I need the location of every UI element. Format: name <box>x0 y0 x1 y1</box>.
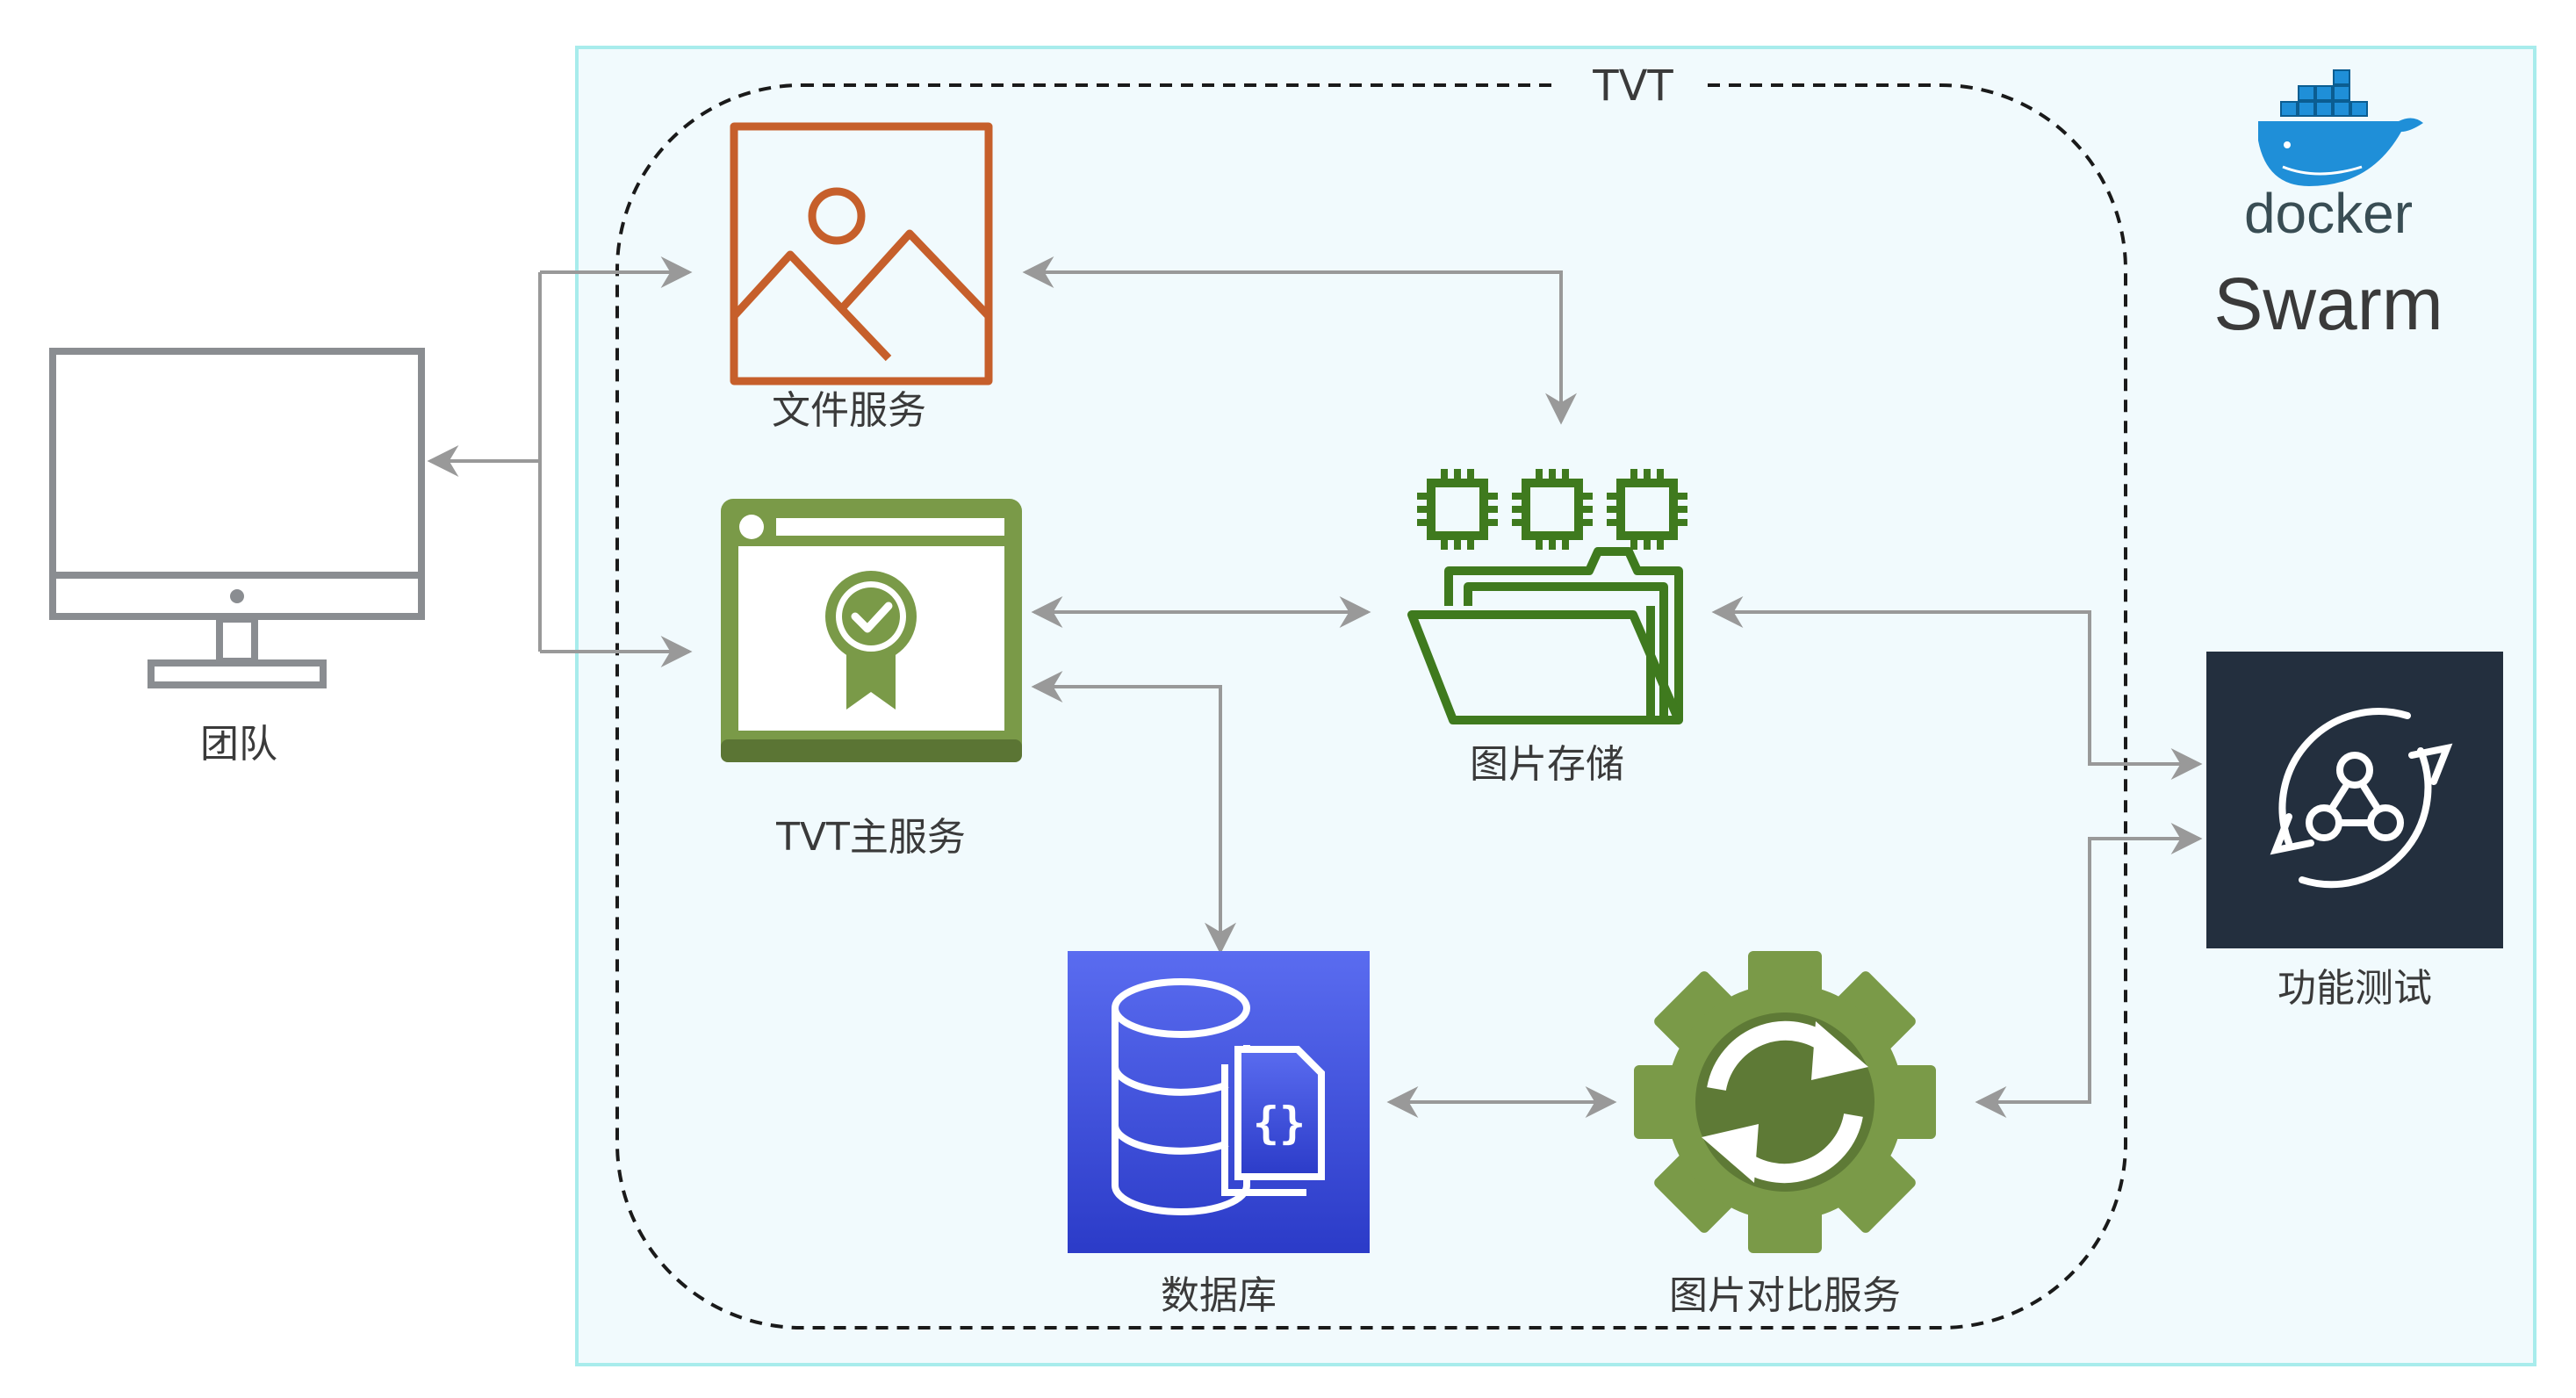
image-storage-label: 图片存储 <box>1470 742 1624 787</box>
main-service-label: TVT主服务 <box>775 815 966 860</box>
node-file-service: 文件服务 <box>730 122 993 433</box>
swarm-product-text: Swarm <box>2213 263 2443 345</box>
svg-text:{}: {} <box>1253 1098 1306 1149</box>
docker-swarm-logo: docker Swarm <box>2213 69 2443 345</box>
node-image-storage: 图片存储 <box>1407 469 1687 787</box>
cycle-network-icon <box>2206 652 2503 948</box>
edge-file-storage <box>1022 256 1577 425</box>
database-label: 数据库 <box>1161 1273 1277 1318</box>
connectors <box>427 256 2203 1118</box>
folder-chips-icon <box>1407 469 1687 724</box>
docker-brand-text: docker <box>2244 182 2413 245</box>
team-label: 团队 <box>200 722 277 767</box>
node-compare-service: 图片对比服务 <box>1634 951 1936 1318</box>
docker-whale-icon <box>2258 69 2423 186</box>
edge-compare-functest <box>1975 823 2203 1118</box>
file-service-label: 文件服务 <box>772 388 926 433</box>
node-team: 团队 <box>49 348 425 767</box>
image-icon <box>730 122 993 386</box>
edge-storage-functest <box>1711 596 2203 780</box>
node-main-service: TVT主服务 <box>721 499 1022 860</box>
func-test-label: 功能测试 <box>2277 966 2432 1011</box>
certificate-window-icon <box>721 499 1022 762</box>
node-func-test: 功能测试 <box>2206 652 2503 1011</box>
node-database: {} 数据库 <box>1068 951 1370 1318</box>
edge-main-database <box>1031 671 1236 955</box>
compare-service-label: 图片对比服务 <box>1669 1273 1901 1318</box>
tvt-group-title: TVT <box>1592 61 1673 111</box>
tvt-title-bg <box>1558 58 1708 112</box>
sync-gear-icon <box>1634 951 1936 1253</box>
monitor-icon <box>49 348 425 688</box>
